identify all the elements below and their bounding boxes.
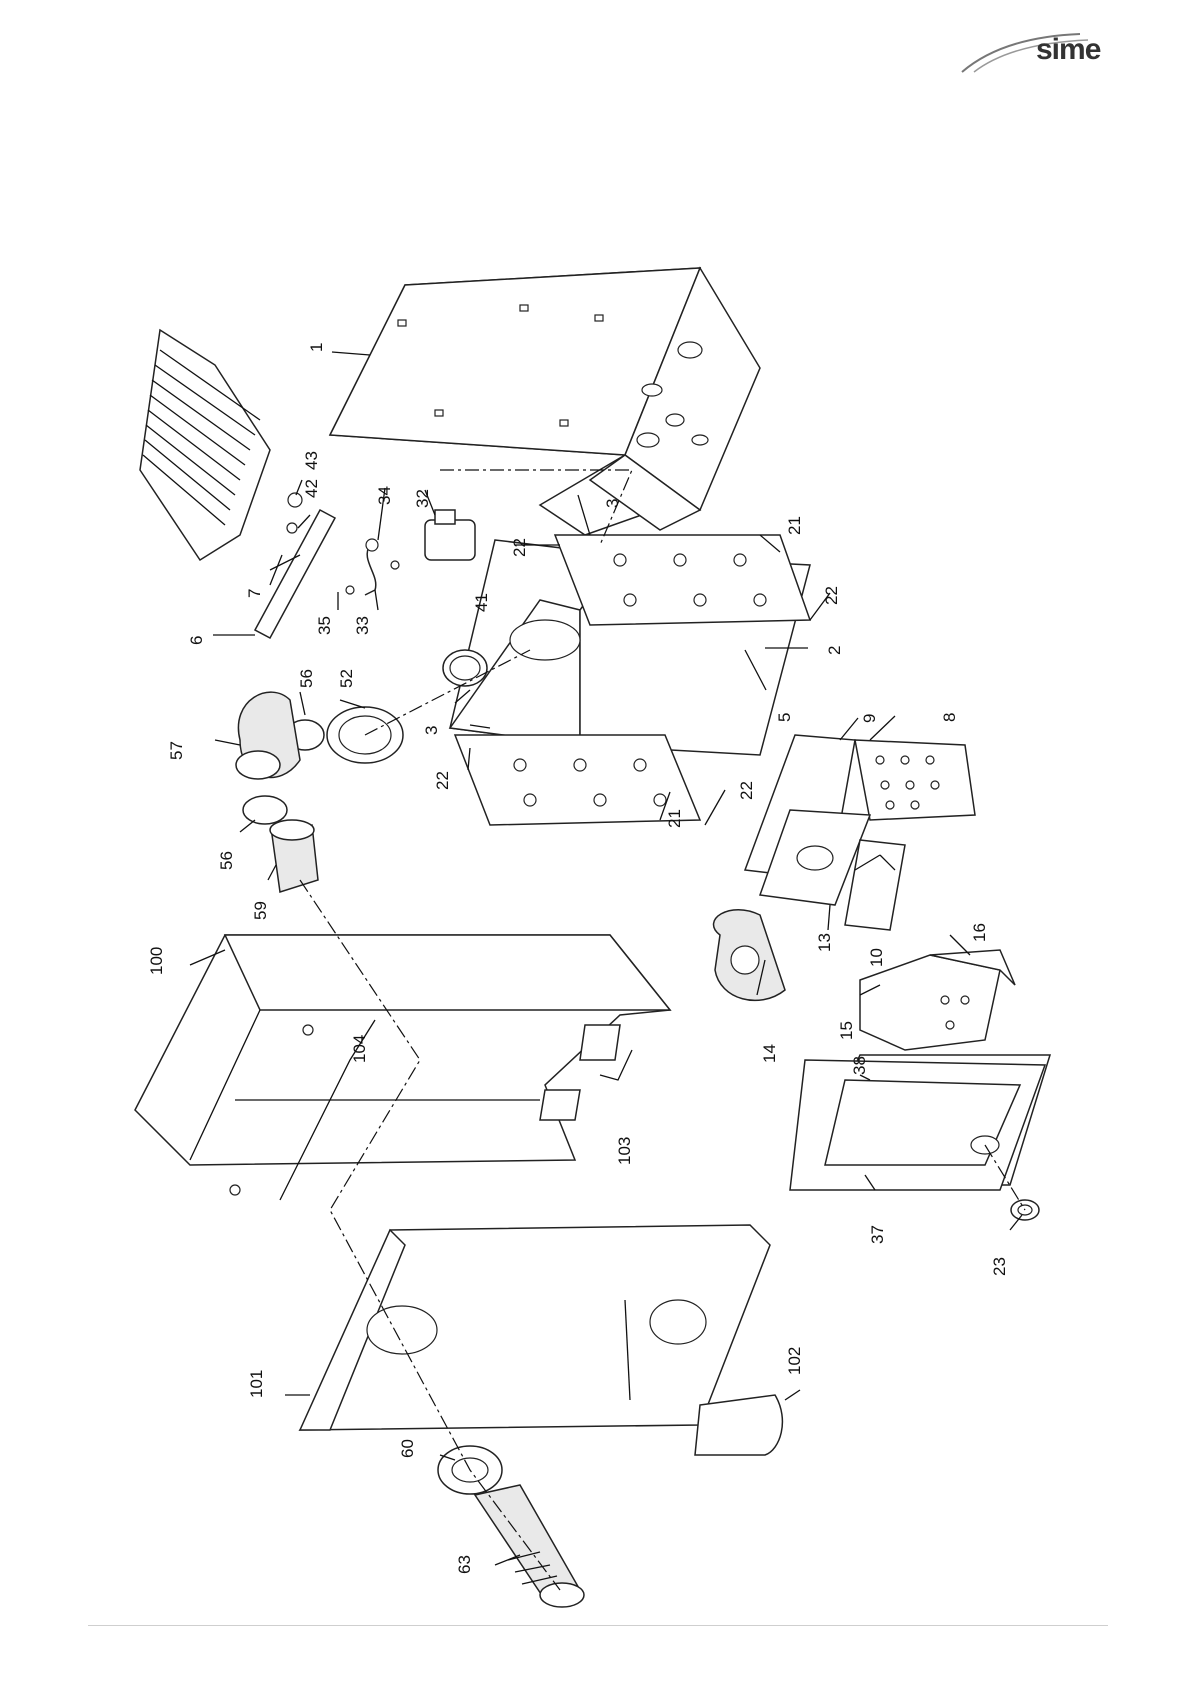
callout-10: 10 (867, 948, 886, 967)
callout-102: 102 (785, 1347, 804, 1375)
callout-33: 33 (353, 616, 372, 635)
callout-22d: 22 (737, 781, 756, 800)
callout-22c: 22 (433, 771, 452, 790)
callout-41: 41 (472, 593, 491, 612)
callout-14: 14 (760, 1044, 779, 1063)
callout-37: 37 (868, 1225, 887, 1244)
callout-101: 101 (247, 1370, 266, 1398)
frame-part-1 (330, 268, 760, 535)
casing-part-100 (135, 935, 670, 1195)
heat-exchanger-part-6 (140, 330, 270, 560)
o-ring-part-56-bottom (243, 796, 287, 824)
tray-part-37 (790, 1060, 1045, 1190)
callout-3b: 3 (422, 726, 441, 735)
callout-35: 35 (315, 616, 334, 635)
callout-6: 6 (187, 636, 206, 645)
callout-1: 1 (307, 343, 326, 352)
callout-34: 34 (375, 486, 394, 505)
callout-15: 15 (837, 1021, 856, 1040)
callout-21b: 21 (665, 809, 684, 828)
callout-5: 5 (775, 713, 794, 722)
callout-103: 103 (615, 1137, 634, 1165)
callout-57: 57 (167, 741, 186, 760)
callout-21a: 21 (785, 516, 804, 535)
callout-7: 7 (245, 589, 264, 598)
panel-part-8 (855, 740, 975, 820)
callout-9: 9 (860, 714, 879, 723)
side-panel-part-21-right (555, 535, 810, 625)
callout-22a: 22 (510, 538, 529, 557)
callout-16: 16 (970, 923, 989, 942)
elbow-part-57 (236, 692, 300, 779)
callout-13: 13 (815, 933, 834, 952)
callout-3a: 3 (603, 499, 622, 508)
gas-pipe-part-34 (365, 539, 378, 595)
callout-22b: 22 (822, 586, 841, 605)
footer-rule (88, 1625, 1108, 1626)
callout-8: 8 (940, 713, 959, 722)
box-part-15 (860, 955, 1000, 1050)
callout-60: 60 (398, 1439, 417, 1458)
terminal-part-63 (475, 1485, 584, 1607)
callout-32: 32 (413, 489, 432, 508)
fan-part-14 (714, 910, 785, 1001)
callout-52: 52 (337, 669, 356, 688)
gas-valve-part-32 (425, 510, 475, 560)
callout-56b: 56 (217, 851, 236, 870)
callout-42: 42 (302, 479, 321, 498)
flap-part-102 (695, 1395, 782, 1455)
callout-23: 23 (990, 1257, 1009, 1276)
flue-gasket-part-41 (443, 650, 487, 686)
callout-56a: 56 (297, 669, 316, 688)
callout-2: 2 (825, 646, 844, 655)
front-panel-part-101 (300, 1225, 770, 1430)
callout-100: 100 (147, 947, 166, 975)
callout-38: 38 (850, 1056, 869, 1075)
callout-59: 59 (251, 901, 270, 920)
callout-43: 43 (302, 451, 321, 470)
callout-104: 104 (350, 1035, 369, 1063)
pipe-part-59 (270, 820, 318, 892)
callout-63: 63 (455, 1555, 474, 1574)
